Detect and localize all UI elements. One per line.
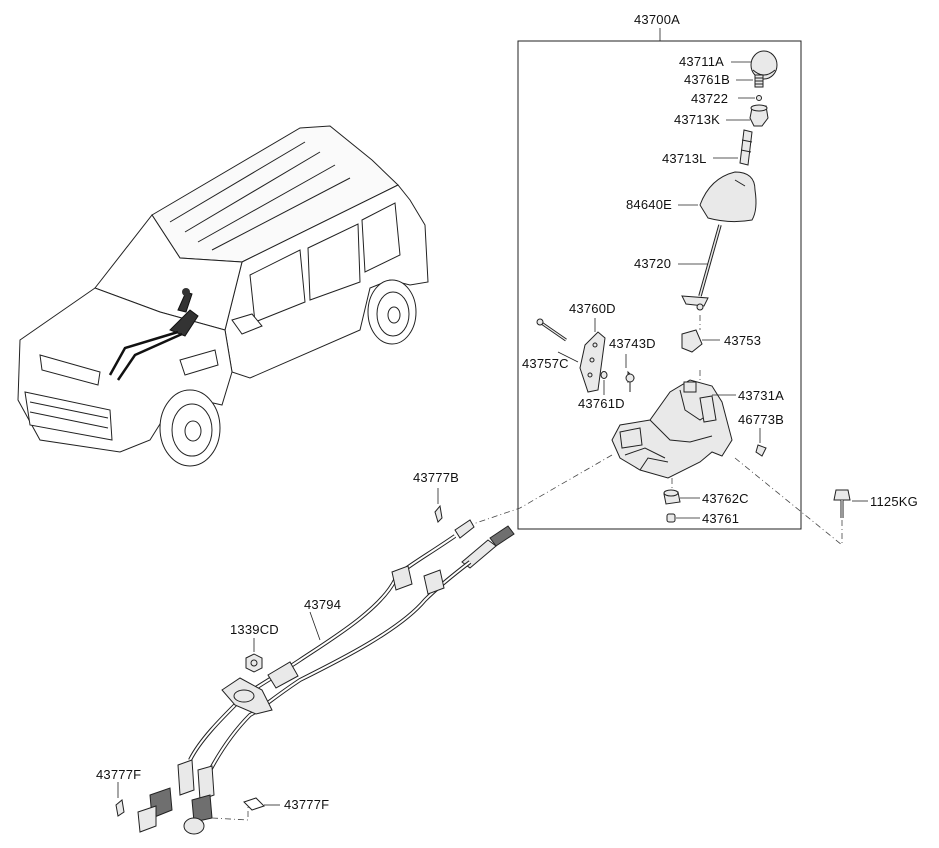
part-label-43757C: 43757C: [522, 356, 569, 371]
part-label-43722: 43722: [691, 91, 729, 106]
spring-43761B: [736, 74, 764, 88]
ball-43722: [738, 95, 762, 101]
part-label-43731A: 43731A: [738, 388, 785, 403]
bolt-1125KG: [833, 489, 868, 545]
part-label-43762C: 43762C: [702, 491, 749, 506]
part-label-43753: 43753: [724, 333, 762, 348]
rod-end-43713L: [713, 129, 753, 166]
part-label-84640E: 84640E: [626, 197, 673, 212]
part-label-43713L: 43713L: [662, 151, 707, 166]
part-label-43761: 43761: [702, 511, 740, 526]
assembly-label-43700A: 43700A: [634, 12, 681, 27]
assembly-frame: [517, 40, 802, 530]
part-label-1125KG: 1125KG: [870, 494, 918, 509]
lever-43720: [678, 224, 722, 330]
pin-43761D: [600, 371, 608, 395]
plate-43760D: [579, 318, 606, 393]
bushing-43762C: [663, 478, 700, 505]
part-label-46773B: 46773B: [738, 412, 785, 427]
clip-43743D: [625, 354, 635, 392]
part-label-43761D: 43761D: [578, 396, 625, 411]
clip-43777F-right: [211, 797, 280, 821]
bolt-43757C: [536, 318, 579, 363]
part-label-43760D: 43760D: [569, 301, 616, 316]
part-label-43777F-left: 43777F: [96, 767, 142, 782]
pin-43761: [666, 513, 700, 523]
part-label-43713K: 43713K: [674, 112, 721, 127]
vehicle-illustration: [17, 125, 429, 467]
part-label-43743D: 43743D: [609, 336, 656, 351]
clip-43777F-left: [115, 782, 125, 817]
part-label-1339CD: 1339CD: [230, 622, 279, 637]
clip-43777B: [434, 488, 443, 523]
part-label-43761B: 43761B: [684, 72, 731, 87]
bushing-43753: [681, 329, 720, 353]
sleeve-43713K: [726, 104, 769, 127]
housing-43731A: [611, 379, 736, 479]
nut-1339CD: [245, 638, 263, 673]
part-label-43777F-right: 43777F: [284, 797, 330, 812]
clip-46773B: [755, 428, 767, 457]
cable-assembly-43794: [137, 519, 515, 835]
connect-line-bolt: [734, 457, 843, 546]
part-label-43794: 43794: [304, 597, 342, 612]
boot-84640E: [678, 171, 757, 223]
shift-knob-43711A: [731, 50, 778, 80]
part-label-43720: 43720: [634, 256, 672, 271]
part-label-43711A: 43711A: [679, 54, 725, 69]
connect-line-cable: [469, 454, 613, 526]
part-label-43777B: 43777B: [413, 470, 460, 485]
